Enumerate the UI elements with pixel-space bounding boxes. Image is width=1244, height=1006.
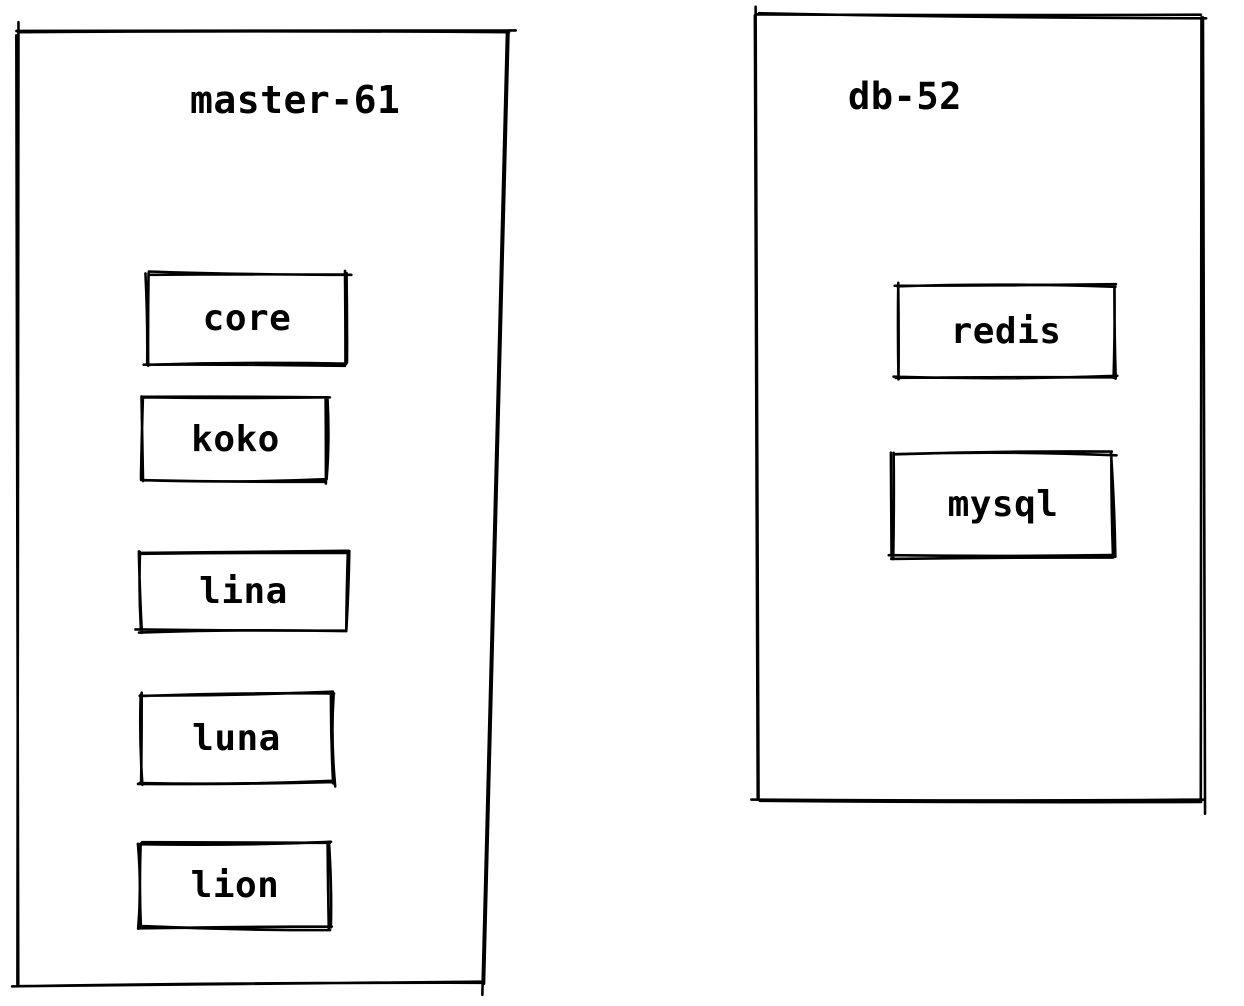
node-luna[interactable]: luna: [136, 690, 337, 788]
node-label-lina: lina: [199, 571, 288, 612]
node-label-core: core: [202, 297, 292, 339]
server-box-db-52[interactable]: db-52 redis mysql: [750, 5, 1208, 815]
node-label-lion: lion: [190, 865, 280, 906]
node-label-redis: redis: [950, 310, 1062, 352]
node-label-mysql: mysql: [947, 484, 1059, 525]
server-box-master-61[interactable]: master-61 core koko lina luna lion: [10, 20, 518, 997]
node-core[interactable]: core: [142, 269, 353, 368]
sketch-border: [10, 20, 518, 997]
sketch-border: [750, 5, 1208, 815]
sketch-border: [142, 269, 353, 368]
sketch-border: [139, 395, 332, 485]
server-box-title-db-52[interactable]: db-52: [848, 75, 962, 118]
server-box-title-master-61[interactable]: master-61: [190, 78, 401, 122]
sketch-border: [887, 450, 1118, 561]
sketch-border: [134, 549, 351, 635]
node-lion[interactable]: lion: [136, 840, 334, 932]
node-redis[interactable]: redis: [892, 281, 1119, 381]
node-mysql[interactable]: mysql: [887, 450, 1118, 561]
sketch-border: [136, 840, 334, 932]
sketch-border: [136, 690, 337, 788]
node-koko[interactable]: koko: [139, 395, 332, 485]
node-label-koko: koko: [191, 418, 280, 460]
node-lina[interactable]: lina: [134, 549, 351, 635]
sketch-border: [892, 281, 1119, 381]
node-label-luna: luna: [192, 717, 281, 759]
